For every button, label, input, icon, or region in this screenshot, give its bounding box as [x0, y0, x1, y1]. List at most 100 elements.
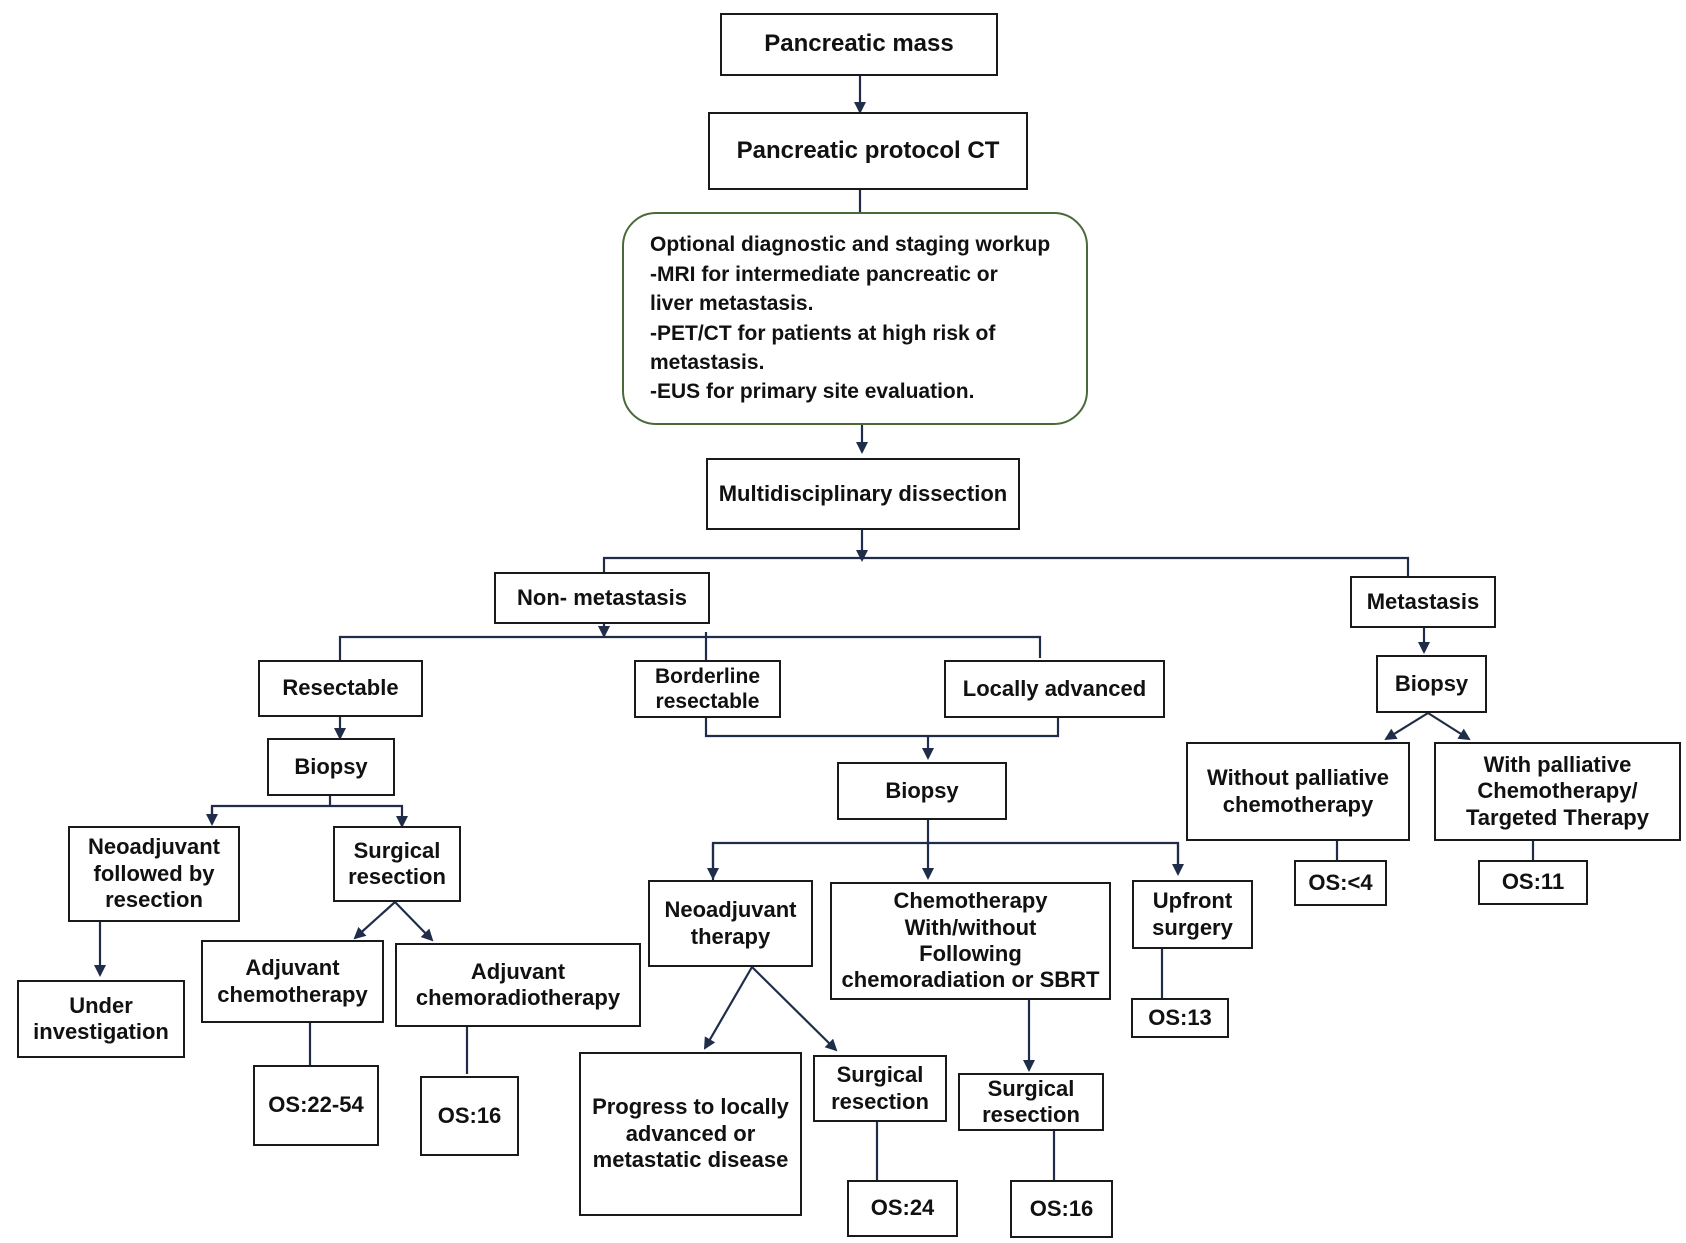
node-text: OS:24: [871, 1195, 935, 1221]
node-text: OS:16: [1030, 1196, 1094, 1222]
node-label-line: Metastasis: [1366, 588, 1480, 614]
node-label-line: Surgical: [987, 1075, 1075, 1101]
os-22-54-node: OS:22-54: [253, 1065, 379, 1146]
node-label-line: resectable: [655, 690, 760, 713]
metastasis-node: Metastasis: [1350, 576, 1496, 628]
node-label-line: Optional diagnostic and staging workup: [650, 233, 1051, 257]
node-label-line: surgery: [1152, 914, 1233, 940]
node-label-line: resection: [105, 887, 203, 913]
node-label-line: OS:22-54: [268, 1092, 364, 1118]
arrow-surg-to-adjchemo: [353, 901, 396, 940]
non-metastasis-node: Non- metastasis: [494, 572, 710, 624]
node-label-line: Under: [69, 992, 133, 1018]
node-label-line: OS:16: [437, 1102, 502, 1128]
node-text: Pancreatic protocol CT: [737, 137, 1000, 166]
node-text: Resectable: [282, 675, 398, 701]
node-label-line: Non- metastasis: [517, 584, 687, 610]
biopsy-resectable-node: Biopsy: [267, 738, 395, 796]
node-label-line: Adjuvant: [470, 958, 566, 984]
arrow-biopsy-to-with: [1427, 712, 1471, 741]
node-label-line: Resectable: [282, 675, 399, 701]
node-label-line: OS:24: [870, 1195, 935, 1221]
node-label-line: Biopsy: [885, 777, 959, 803]
node-text: Multidisciplinary dissection: [719, 481, 1008, 507]
node-label-line: Neoadjuvant: [87, 834, 221, 860]
node-label-line: Upfront: [1152, 888, 1233, 914]
node-text: Pancreatic mass: [764, 30, 953, 59]
node-label-line: Locally advanced: [962, 675, 1147, 701]
node-label-line: Chemotherapy: [893, 888, 1048, 914]
node-label-line: OS:16: [1029, 1195, 1094, 1221]
os-16-right-node: OS:16: [1010, 1180, 1113, 1238]
node-label-line: Targeted Therapy: [1466, 804, 1649, 830]
os-24-node: OS:24: [847, 1180, 958, 1237]
node-label-line: Multidisciplinary dissection: [718, 480, 1008, 506]
node-label-line: Pancreatic mass: [764, 30, 954, 58]
line-biopsy-mid-bar: [711, 841, 1180, 880]
node-label-line: chemotherapy: [1222, 791, 1374, 817]
node-text: OS:13: [1148, 1005, 1212, 1031]
pancreatic-protocol-ct-node: Pancreatic protocol CT: [708, 112, 1028, 190]
node-text: Locally advanced: [963, 676, 1146, 702]
arrow-surg-to-adjrad: [394, 901, 434, 942]
node-label-line: liver metastasis.: [650, 292, 814, 316]
node-label-line: resection: [982, 1102, 1080, 1127]
node-label-line: metastasis.: [650, 350, 765, 374]
node-text: OS:11: [1502, 869, 1564, 895]
node-label-line: investigation: [33, 1019, 169, 1044]
node-text: Biopsy: [885, 778, 958, 804]
line-borderline-la-join: [704, 718, 1060, 738]
pancreatic-mass-node: Pancreatic mass: [720, 13, 998, 76]
node-label-line: metastatic disease: [592, 1147, 789, 1173]
resectable-node: Resectable: [258, 660, 423, 717]
node-label-line: followed by: [93, 860, 215, 886]
os-11-node: OS:11: [1478, 860, 1588, 905]
node-label-line: -EUS for primary site evaluation.: [650, 380, 975, 404]
node-label-line: Neoadjuvant: [664, 897, 797, 923]
node-text: Non- metastasis: [517, 585, 687, 611]
line-nonmet-bar: [338, 635, 1042, 660]
multidisciplinary-node: Multidisciplinary dissection: [706, 458, 1020, 530]
node-label-line: -PET/CT for patients at high risk of: [650, 321, 996, 345]
optional-workup-node: Optional diagnostic and staging workup -M…: [622, 212, 1088, 425]
node-label-line: -MRI for intermediate pancreatic or: [650, 262, 998, 286]
arrow-neoadj-to-progress: [703, 966, 753, 1050]
locally-advanced-node: Locally advanced: [944, 660, 1165, 718]
biopsy-metastasis-node: Biopsy: [1376, 655, 1487, 713]
node-text: OS:<4: [1308, 870, 1372, 896]
biopsy-borderline-node: Biopsy: [837, 762, 1007, 820]
node-text: Optional diagnostic and staging workup -M…: [624, 230, 1050, 406]
line-split-bar: [602, 556, 1410, 576]
node-text: OS:16: [438, 1103, 502, 1129]
node-label-line: therapy: [690, 923, 771, 949]
node-label-line: Surgical: [353, 837, 441, 863]
node-label-line: chemoradiation or SBRT: [841, 967, 1100, 993]
node-label-line: With palliative: [1483, 751, 1632, 777]
node-text: Metastasis: [1367, 589, 1480, 615]
node-text: Biopsy: [294, 754, 367, 780]
node-label-line: chemotherapy: [217, 981, 368, 1007]
os-lt4-node: OS:<4: [1294, 860, 1387, 906]
